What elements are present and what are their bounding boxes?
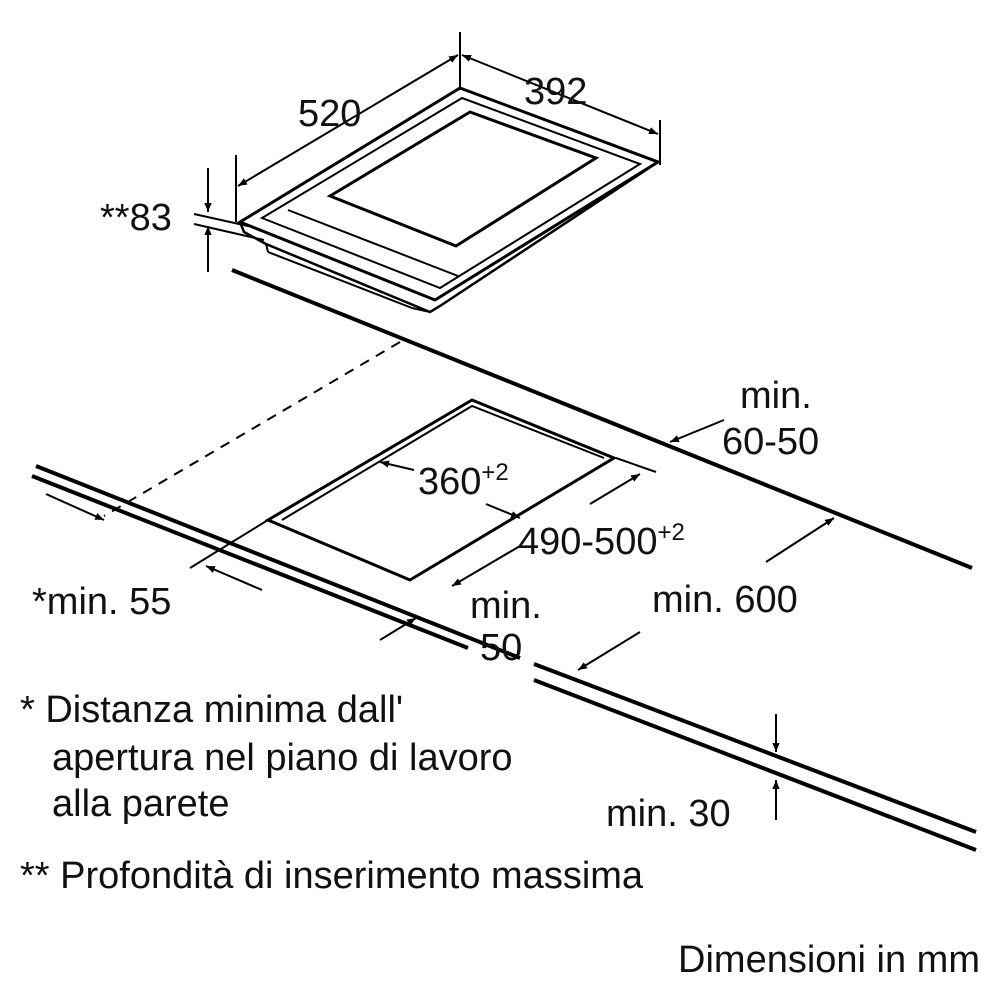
notes: * Distanza minima dall' apertura nel pia…: [20, 689, 644, 897]
units-label: Dimensioni in mm: [678, 939, 980, 981]
dim-worktop-thickness-label: min. 30: [606, 793, 731, 835]
dim-worktop-depth-label: min. 600: [652, 579, 798, 621]
dim-cutout-width: 360+2: [379, 459, 521, 519]
dim-worktop-depth: min. 600: [577, 517, 835, 671]
dim-depth-label: 520: [298, 93, 361, 135]
dim-worktop-thickness: min. 30: [606, 714, 780, 835]
dim-rear-distance-value: 60-50: [722, 421, 819, 463]
note1-line3: alla parete: [52, 783, 229, 825]
dim-insertion-label: **83: [100, 197, 172, 239]
cutout: [264, 398, 618, 582]
worktop: [31, 268, 977, 852]
projection-line: [103, 341, 401, 517]
note2: ** Profondità di inserimento massima: [20, 855, 644, 897]
note1-line2: apertura nel piano di lavoro: [52, 737, 513, 779]
dim-front-distance-value: 50: [480, 627, 522, 669]
dim-cutout-depth: 490-500+2: [451, 457, 685, 587]
dim-insertion: **83: [100, 168, 265, 272]
note1-line1: * Distanza minima dall': [20, 689, 403, 731]
dim-width-label: 392: [524, 71, 587, 113]
worktop-front-edge-right-lower: [533, 678, 977, 852]
hob-front-strip: [287, 209, 459, 277]
cutout-inner: [281, 404, 605, 521]
dim-cutout-depth-label: 490-500+2: [518, 519, 685, 563]
worktop-front-edge-right: [533, 662, 977, 834]
dim-side-distance-label: *min. 55: [32, 581, 171, 623]
dim-side-distance: *min. 55: [32, 493, 269, 623]
worktop-rear-edge: [231, 268, 973, 570]
dim-depth: 520: [235, 32, 461, 222]
hob-body-bottom: [267, 251, 413, 309]
hob-body-corner: [411, 307, 431, 313]
hob-body: [238, 160, 659, 314]
hob-body-edge: [265, 243, 269, 253]
dim-rear-distance: min. 60-50: [669, 375, 819, 463]
cutout-outer: [264, 398, 618, 582]
worktop-front-edge-left: [35, 464, 521, 660]
dim-front-distance: min. 50: [379, 585, 542, 669]
dim-cutout-width-label: 360+2: [418, 459, 509, 503]
worktop-front-edge-lower: [31, 474, 469, 650]
dim-rear-distance-label: min.: [740, 375, 812, 417]
dim-width: 392: [461, 54, 661, 165]
dim-front-distance-label: min.: [470, 585, 542, 627]
